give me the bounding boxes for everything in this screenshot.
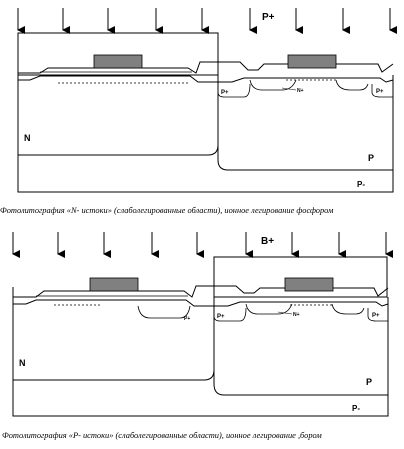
p-plus-diffusion-small xyxy=(137,305,191,319)
p-plus-diffusion-right xyxy=(335,79,369,91)
n-plus-leader xyxy=(277,311,293,315)
label-p-plus-small: P+ xyxy=(184,316,190,322)
n-well-boundary xyxy=(18,75,219,156)
n-plus-leader xyxy=(281,87,297,91)
substrate-outline xyxy=(12,287,389,417)
implant-label: B+ xyxy=(261,236,274,247)
caption-top: Фотолитография «N- истоки» (слаболегиров… xyxy=(0,206,334,215)
label-substrate: P- xyxy=(357,180,365,189)
p-plus-diffusion-left xyxy=(217,83,251,98)
p-well-boundary xyxy=(213,370,388,396)
p-plus-diffusion-right xyxy=(331,303,365,315)
label-p-plus-left: P+ xyxy=(217,314,225,320)
label-substrate: P- xyxy=(352,404,360,413)
n-plus-diffusion xyxy=(245,303,293,315)
implant-arrows-bottom xyxy=(12,232,393,258)
label-n-plus: N+ xyxy=(293,312,300,318)
gate-right xyxy=(284,277,334,292)
label-p-well: P xyxy=(366,377,372,387)
p-well-boundary xyxy=(217,145,393,171)
label-n-well: N xyxy=(19,358,26,368)
implant-arrows-top xyxy=(17,8,397,34)
caption-bottom: Фотолитография «P- истоки» (слаболегиров… xyxy=(2,431,322,440)
label-p-plus-right: P+ xyxy=(372,313,380,319)
panel-top: P+ N P P- P+ N+ P+ Фотолитография «N- ис… xyxy=(0,8,397,215)
p-plus-diffusion-left xyxy=(213,307,247,322)
panel-bottom: B+ N P P- P+ P+ N+ P+ Фотолитография «P-… xyxy=(2,232,393,440)
n-well-boundary xyxy=(13,297,215,381)
p-plus-diffusion-edge xyxy=(367,308,388,322)
gate-left xyxy=(89,277,139,292)
label-n-well: N xyxy=(24,133,31,143)
n-plus-diffusion xyxy=(249,79,297,91)
label-n-plus: N+ xyxy=(297,88,304,94)
photoresist-mask xyxy=(213,256,388,298)
label-p-plus-right: P+ xyxy=(376,89,384,95)
field-oxide-bottom xyxy=(18,75,394,83)
label-p-well: P xyxy=(368,153,374,163)
field-oxide-bottom xyxy=(13,299,389,307)
field-oxide-top xyxy=(13,285,389,298)
gate-left xyxy=(93,54,143,69)
implant-label: P+ xyxy=(262,12,275,23)
gate-right xyxy=(287,54,337,69)
photoresist-mask xyxy=(17,32,219,76)
p-plus-diffusion-edge xyxy=(371,84,393,98)
label-p-plus-left: P+ xyxy=(221,90,229,96)
substrate-outline xyxy=(17,75,394,193)
field-oxide-top xyxy=(18,61,394,74)
